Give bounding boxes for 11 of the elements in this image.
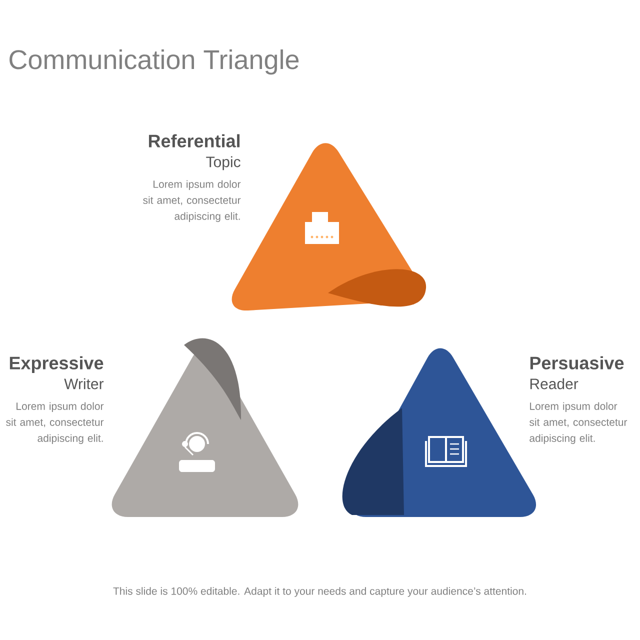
slide-title: Communication Triangle xyxy=(10,49,299,75)
subheading: Writer xyxy=(64,378,104,390)
footer-note: This slide is 100% editable. Adapt it to your needs and capture your audience’s attention. xyxy=(113,587,526,597)
heading: Expressive xyxy=(10,356,104,373)
subheading: Topic xyxy=(206,156,240,170)
description: Lorem ipsum dolor sit amet, consectetur adipiscing elit. xyxy=(530,402,628,444)
subheading: Reader xyxy=(530,378,578,390)
description: Lorem ipsum dolor sit amet, consectetur adipiscing elit. xyxy=(143,180,241,222)
heading: Persuasive xyxy=(530,356,624,370)
description: Lorem ipsum dolor sit amet, consectetur adipiscing elit. xyxy=(6,402,104,444)
heading: Referential xyxy=(148,134,240,148)
